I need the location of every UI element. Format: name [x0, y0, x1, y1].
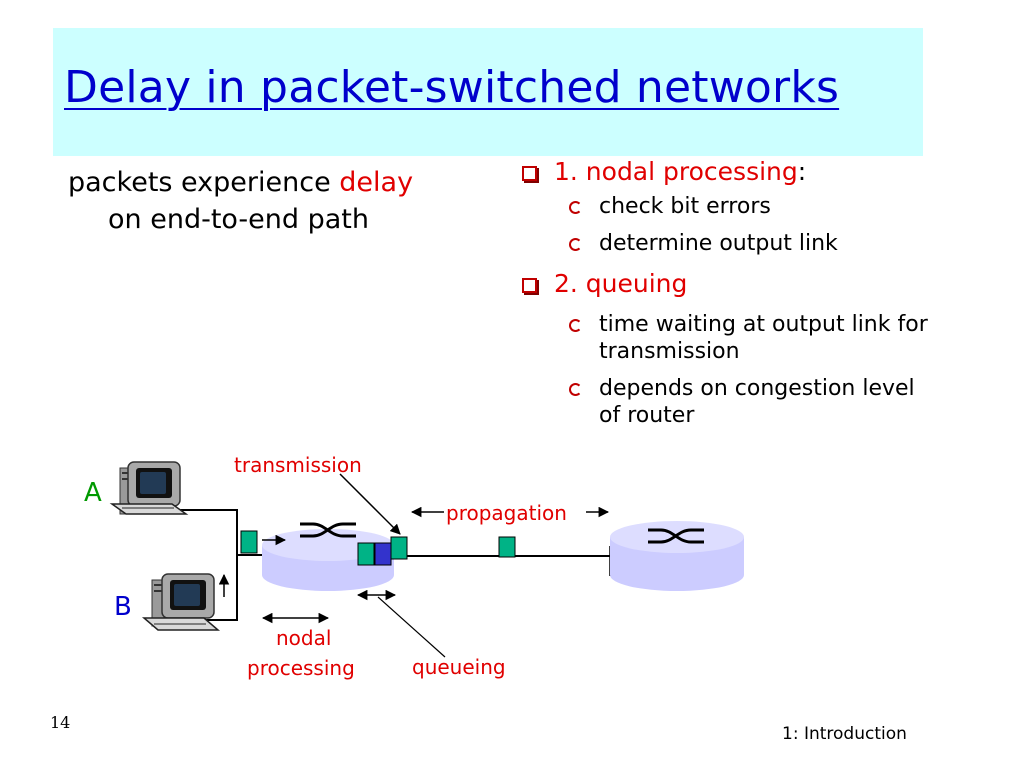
footer-text: 1: Introduction — [782, 724, 907, 744]
host-a-label: A — [84, 478, 102, 508]
nodal-label: nodal — [276, 626, 332, 650]
network-links — [180, 509, 611, 621]
sub-bullet: determine output link — [514, 230, 934, 257]
sub-bullet-text: depends on congestion level of router — [599, 376, 915, 428]
circle-bullet-icon — [569, 201, 582, 214]
circle-bullet-icon — [569, 383, 582, 396]
circle-bullet-icon — [569, 238, 582, 251]
computer-icon — [109, 461, 189, 515]
intro-line-2: on end-to-end path — [108, 204, 369, 235]
packet-propagating — [498, 536, 516, 558]
intro-line-1: packets experience delay — [68, 164, 413, 201]
host-b-label: B — [114, 592, 132, 622]
sub-bullet: depends on congestion level of router — [514, 375, 934, 429]
intro-line-1-prefix: packets experience — [68, 167, 340, 198]
intro-text: packets experience delay on end-to-end p… — [68, 164, 413, 238]
circle-bullet-icon — [569, 319, 582, 332]
router-icon — [610, 521, 744, 591]
sub-bullet-text: determine output link — [599, 231, 838, 256]
intro-delay-word: delay — [339, 167, 414, 198]
sub-bullet-text: check bit errors — [599, 194, 771, 219]
queueing-pointer — [377, 596, 446, 658]
queueing-label: queueing — [412, 655, 506, 679]
computer-icon — [141, 573, 221, 631]
bullet-queuing: 2. queuing — [514, 267, 934, 301]
processing-label: processing — [247, 656, 355, 680]
slide-title: Delay in packet-switched networks — [64, 62, 840, 113]
transmission-label: transmission — [234, 453, 362, 477]
transmission-pointer — [339, 473, 401, 535]
packets — [240, 530, 516, 566]
title-band — [53, 28, 923, 156]
bullet-nodal-processing: 1. nodal processing: — [514, 155, 934, 189]
packet-transmitting — [390, 536, 408, 560]
bullet-label: 1. nodal processing — [554, 157, 798, 186]
square-bullet-icon — [522, 166, 537, 181]
link-host-a — [180, 509, 238, 555]
sub-bullet: check bit errors — [514, 193, 934, 220]
sub-bullet: time waiting at output link for transmis… — [514, 311, 934, 365]
bullet-label: 2. queuing — [554, 269, 688, 298]
packet-queued — [357, 542, 375, 566]
page-number: 14 — [50, 713, 71, 732]
square-bullet-icon — [522, 278, 537, 293]
bullet-colon: : — [797, 157, 807, 186]
propagation-label: propagation — [446, 501, 567, 525]
packet-queued — [374, 542, 392, 566]
bullet-list: 1. nodal processing: check bit errors de… — [514, 155, 934, 429]
packet-incoming — [240, 530, 258, 554]
link-host-b — [205, 554, 262, 621]
sub-bullet-text: time waiting at output link for transmis… — [599, 312, 928, 364]
